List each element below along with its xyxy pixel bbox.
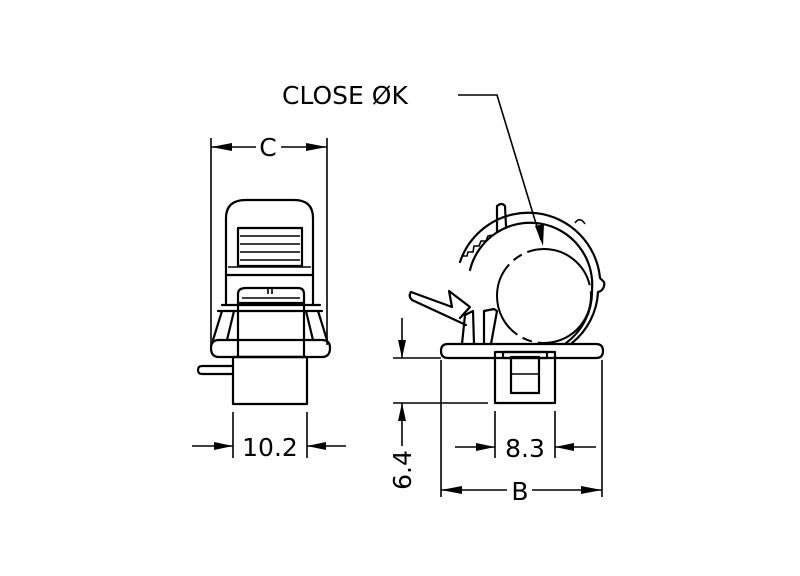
- dimension-base-width: 10.2: [242, 433, 298, 462]
- dimension-height: 6.4: [388, 450, 417, 490]
- dimension-c: C: [259, 133, 276, 162]
- side-view: CLOSE ØK 6.4: [282, 81, 606, 506]
- dimension-b: B: [511, 477, 528, 506]
- dimension-clip-width: 8.3: [505, 434, 545, 463]
- end-view: C 10.2: [192, 133, 346, 462]
- callout-close-k: CLOSE ØK: [282, 81, 408, 110]
- cable-circle: [496, 248, 592, 344]
